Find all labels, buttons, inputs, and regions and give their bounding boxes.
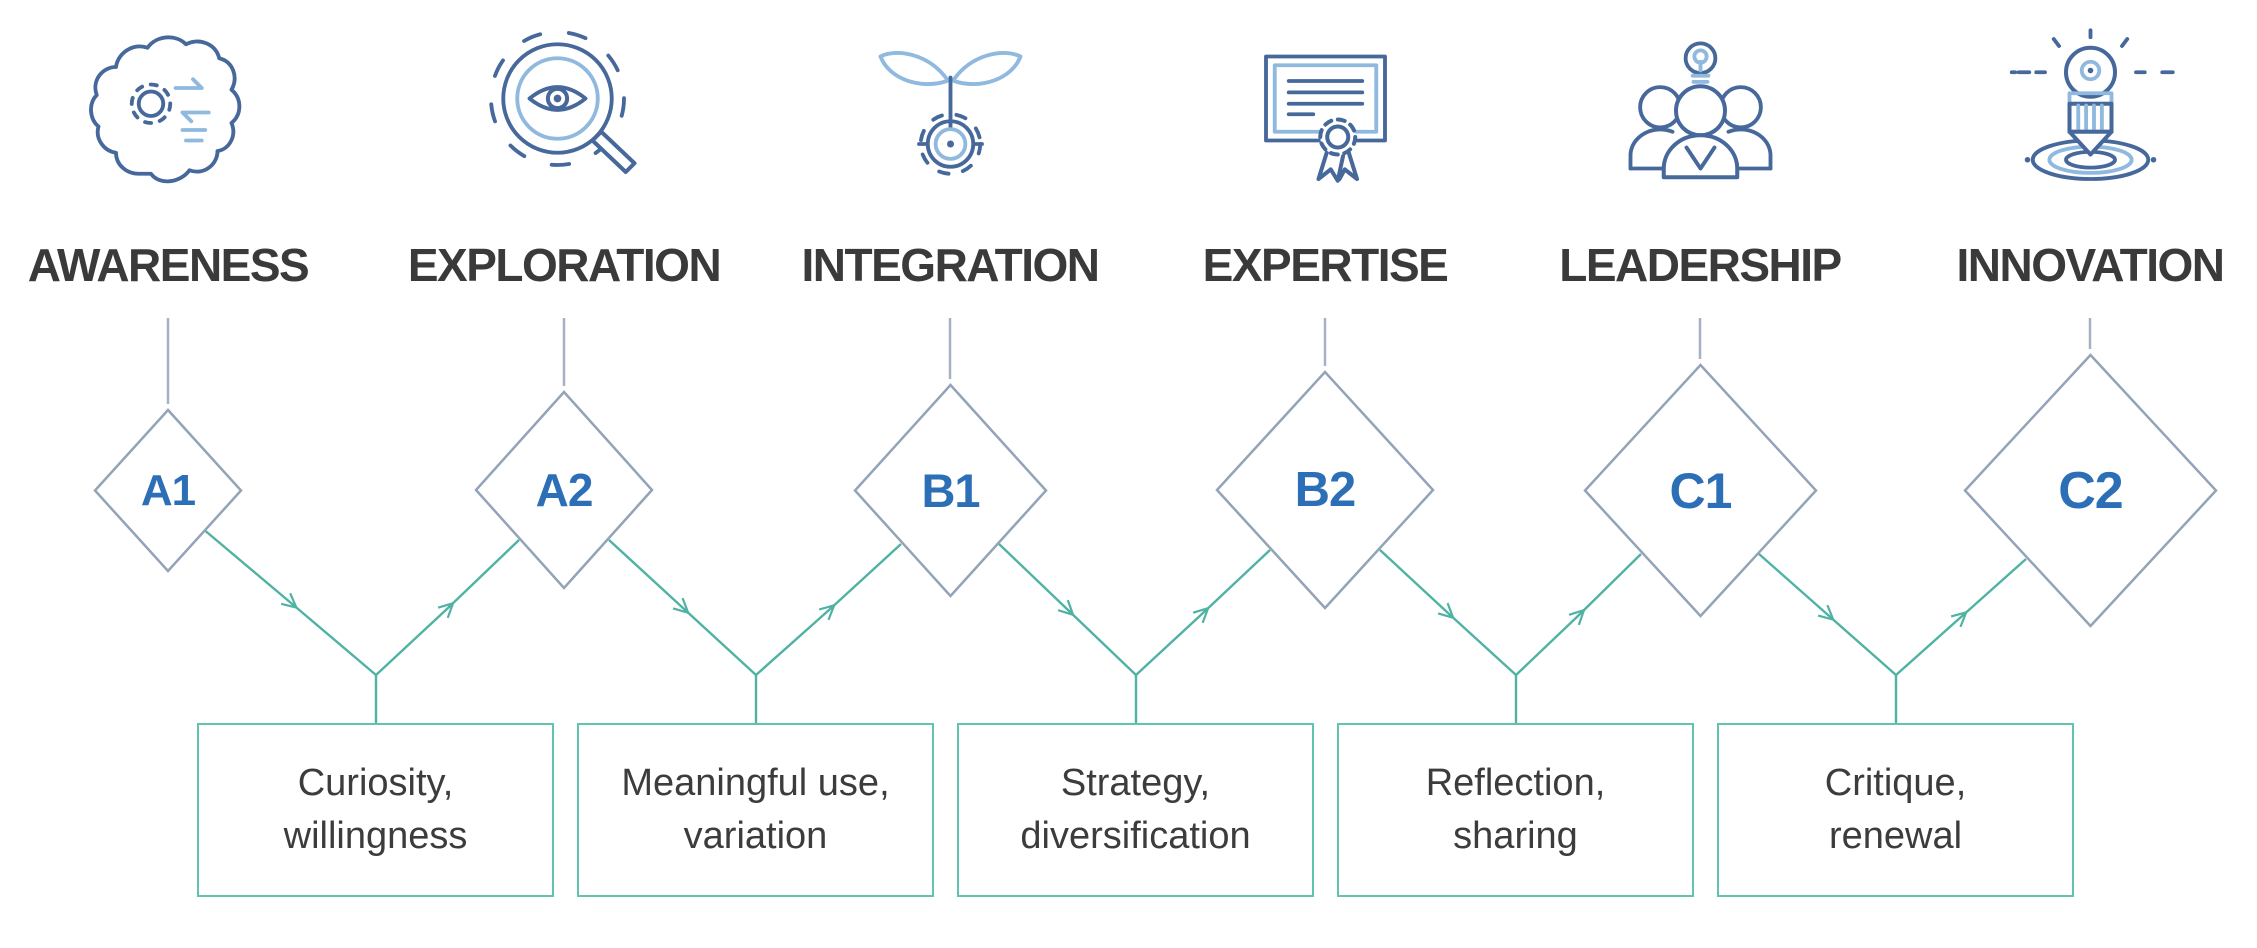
level-diamond-c2: C2 <box>1963 353 2218 628</box>
descriptor-box: Strategy, diversification <box>957 723 1314 897</box>
level-diamond-a1: A1 <box>93 408 243 573</box>
stage-label-integration: INTEGRATION <box>801 239 1100 291</box>
flow-arrow-line <box>755 543 902 676</box>
certificate-icon <box>1238 25 1413 200</box>
flow-arrow-line <box>608 539 757 676</box>
descriptor-box: Critique, renewal <box>1717 723 2074 897</box>
stage-label-exploration: EXPLORATION <box>407 239 722 291</box>
flow-arrow-line <box>1895 558 2027 676</box>
descriptor-box: Meaningful use, variation <box>577 723 934 897</box>
level-code: B2 <box>1294 463 1357 517</box>
level-code: A1 <box>140 465 196 515</box>
descriptor-text: Curiosity, willingness <box>283 761 468 857</box>
descriptor-text: Critique, renewal <box>1824 761 1967 857</box>
descriptor-text: Reflection, sharing <box>1425 761 1606 857</box>
level-diamond-c1: C1 <box>1583 363 1818 618</box>
flow-arrow-line <box>204 530 377 676</box>
level-diamond-b1: B1 <box>853 383 1048 598</box>
flow-arrow-line <box>998 543 1137 676</box>
descriptor-text: Strategy, diversification <box>1020 761 1251 857</box>
descriptor-text: Meaningful use, variation <box>621 761 890 857</box>
flow-arrow-line <box>1135 549 1271 676</box>
stage-label-awareness: AWARENESS <box>27 239 310 291</box>
descriptor-box: Reflection, sharing <box>1337 723 1694 897</box>
gear-eye-magnifier-icon <box>477 25 652 200</box>
flow-arrow-line <box>375 539 520 676</box>
level-code: B1 <box>921 464 980 517</box>
level-code: C2 <box>2058 461 2123 520</box>
level-diamond-b2: B2 <box>1215 370 1435 610</box>
people-lightbulb-icon <box>1613 25 1788 200</box>
flow-arrow-line <box>1515 553 1642 676</box>
sprout-gear-icon <box>863 25 1038 200</box>
stage-label-innovation: INNOVATION <box>1956 239 2225 291</box>
level-code: C1 <box>1669 462 1733 519</box>
level-diamond-a2: A2 <box>474 390 654 590</box>
flow-arrow-line <box>1758 553 1897 676</box>
flow-arrow-line <box>1379 549 1517 676</box>
idea-target-icon <box>2003 25 2178 200</box>
descriptor-box: Curiosity, willingness <box>197 723 554 897</box>
brain-gears-icon <box>81 25 256 200</box>
level-code: A2 <box>535 464 594 516</box>
stage-label-leadership: LEADERSHIP <box>1559 239 1842 291</box>
stage-label-expertise: EXPERTISE <box>1202 239 1449 291</box>
